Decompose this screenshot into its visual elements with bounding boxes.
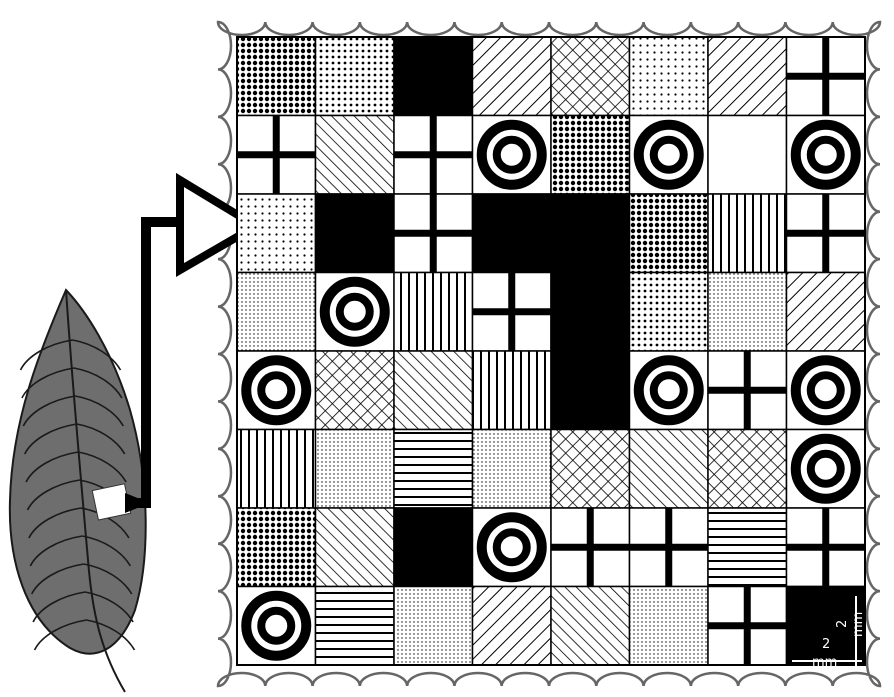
grid-cell-vertical	[708, 194, 787, 273]
grid-cell-ring	[787, 430, 866, 509]
grid-cell-solid	[394, 508, 473, 587]
grid-cell-dots-fine	[316, 430, 395, 509]
grid-cell-diag-right	[473, 587, 552, 666]
leaf-illustration	[10, 290, 146, 692]
grid-cell-horizontal	[394, 430, 473, 509]
grid-cell-crosshatch-diag	[316, 351, 395, 430]
grid-cell-diag-right	[473, 37, 552, 116]
grid-cell-ring	[237, 587, 316, 666]
grid-cell-dots-sparse	[630, 37, 709, 116]
grid-cell-crosshatch-diag	[551, 430, 630, 509]
grid-cell-solid	[551, 351, 630, 430]
grid-cell-diag-right	[708, 37, 787, 116]
leaf-blade	[10, 290, 146, 654]
grid-cell-ring	[473, 508, 552, 587]
grid-cell-solid	[551, 194, 630, 273]
grid-cell-ring	[473, 116, 552, 195]
grid-cell-dots-sparse	[237, 194, 316, 273]
grid-cell-vertical	[473, 351, 552, 430]
grid-cell-ring	[237, 351, 316, 430]
grid-cell-cross	[630, 508, 709, 587]
grid-cell-crosshatch-diag	[551, 37, 630, 116]
grid-cell-dots-medium	[630, 273, 709, 352]
scale-vertical-value: 2	[835, 620, 850, 628]
grid-cell-crosshatch-diag	[708, 430, 787, 509]
grid-cell-cross	[237, 116, 316, 195]
grid-cell-dots-fine	[237, 273, 316, 352]
grid-cell-vertical	[237, 430, 316, 509]
grid-cell-ring	[630, 351, 709, 430]
grid-cell-solid	[551, 273, 630, 352]
grid-cell-cross	[708, 351, 787, 430]
grid-cell-ring	[630, 116, 709, 195]
grid-cell-dots-medium	[316, 37, 395, 116]
grid-cell-ring	[787, 116, 866, 195]
grid-cell-diag-left	[630, 430, 709, 509]
scale-horizontal-unit: mm	[812, 655, 837, 670]
grid-cell-cross	[394, 194, 473, 273]
grid-cell-cross	[551, 508, 630, 587]
pattern-grid	[237, 37, 865, 665]
grid-cell-cross	[708, 587, 787, 666]
grid-cell-diag-left	[551, 587, 630, 666]
scale-horizontal-value: 2	[822, 637, 830, 652]
grid-cell-ring	[316, 273, 395, 352]
grid-cell-solid	[394, 37, 473, 116]
grid-cell-dots-fine	[473, 430, 552, 509]
grid-cell-horizontal	[316, 587, 395, 666]
grid-cell-diag-left	[316, 508, 395, 587]
grid-cell-ring	[787, 351, 866, 430]
grid-cell-dots-dense	[630, 194, 709, 273]
grid-cell-cross	[787, 194, 866, 273]
grid-cell-blank	[708, 116, 787, 195]
grid-cell-solid	[473, 194, 552, 273]
grid-cell-diag-left	[316, 116, 395, 195]
grid-cell-cross	[394, 116, 473, 195]
grid-cell-dots-fine	[708, 273, 787, 352]
grid-cell-dots-dense	[237, 508, 316, 587]
grid-cell-diag-left	[394, 351, 473, 430]
grid-cell-cross	[787, 508, 866, 587]
grid-cell-dots-dense	[237, 37, 316, 116]
grid-cell-dots-fine	[630, 587, 709, 666]
grid-cell-dots-fine	[394, 587, 473, 666]
grid-cell-diag-right	[787, 273, 866, 352]
grid-cell-cross	[787, 37, 866, 116]
grid-cell-horizontal	[708, 508, 787, 587]
scale-vertical-unit: mm	[851, 612, 866, 637]
grid-cell-solid	[316, 194, 395, 273]
grid-cell-cross	[473, 273, 552, 352]
grid-cell-vertical	[394, 273, 473, 352]
leaf-sample-patch	[92, 484, 131, 520]
grid-cell-dots-dense	[551, 116, 630, 195]
